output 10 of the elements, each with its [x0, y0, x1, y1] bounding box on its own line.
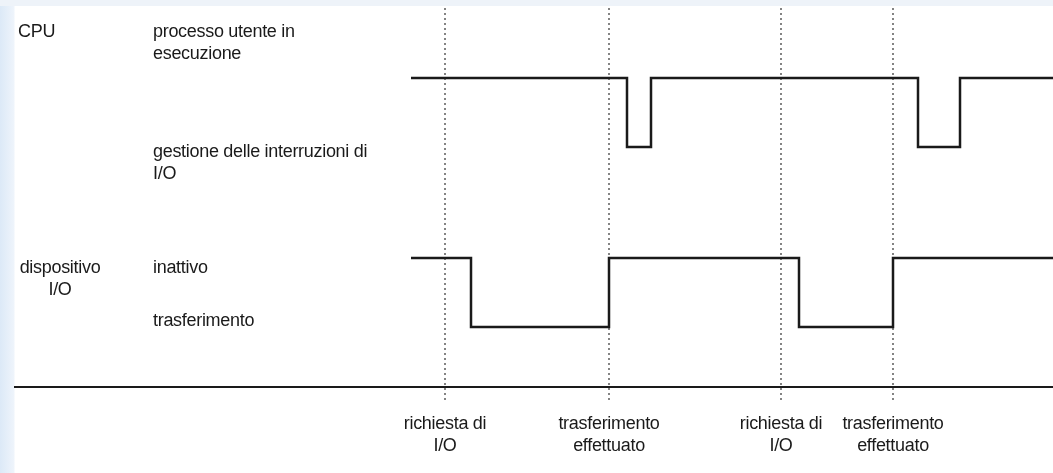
state-label: processo utente in esecuzione — [153, 20, 296, 64]
event-label: richiesta di I/O — [402, 412, 488, 456]
event-label: trasferimento effettuato — [557, 412, 661, 456]
row-label: dispositivo I/O — [18, 256, 102, 300]
state-label: trasferimento — [153, 309, 256, 331]
state-label: gestione delle interruzioni di I/O — [153, 140, 369, 184]
event-label: richiesta di I/O — [738, 412, 824, 456]
state-label: inattivo — [153, 256, 209, 278]
event-label: trasferimento effettuato — [841, 412, 945, 456]
row-label: CPU — [18, 20, 57, 42]
